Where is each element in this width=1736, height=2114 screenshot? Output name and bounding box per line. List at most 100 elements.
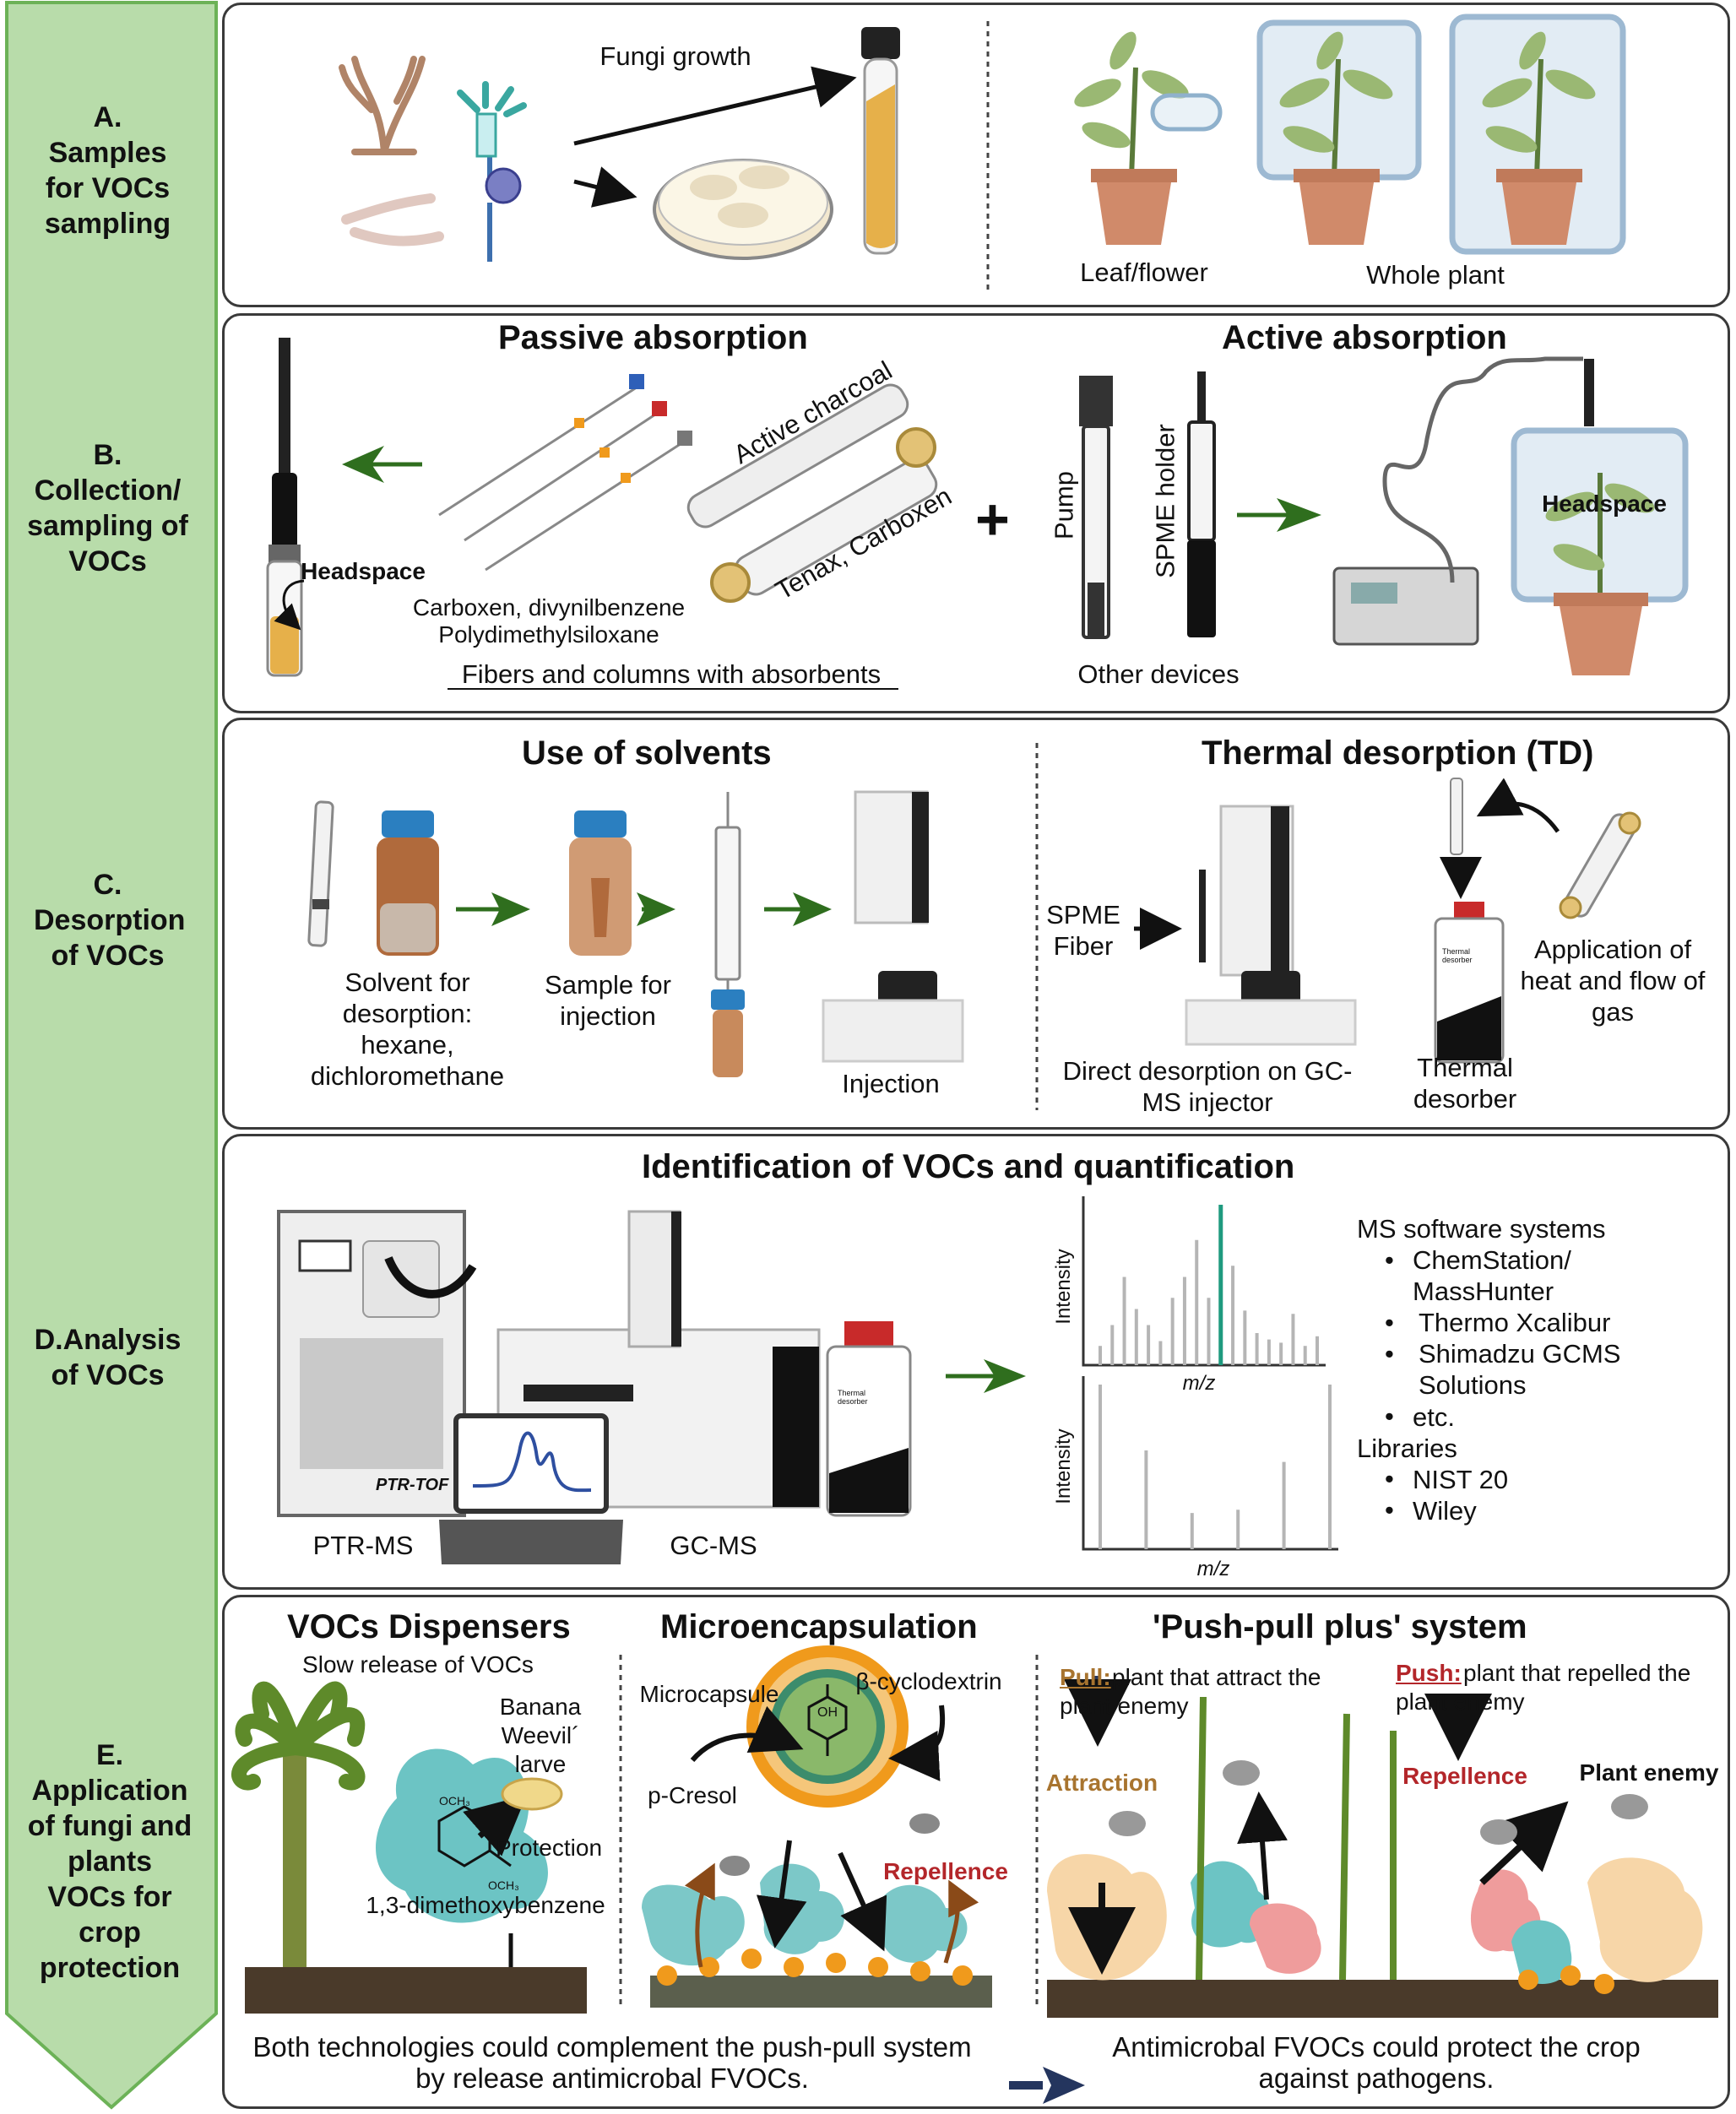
thermal-desorber-label: Thermal desorber bbox=[1413, 1053, 1517, 1114]
fiber-types-line1: Carboxen, divynilbenzene bbox=[412, 594, 686, 621]
thermal-desorber-icon bbox=[1434, 778, 1505, 1064]
mz-label-1: m/z bbox=[1182, 1372, 1216, 1395]
gcms-injector-spme-icon bbox=[1185, 805, 1357, 1046]
microcapsule-icon bbox=[746, 1645, 909, 1808]
sorbent-tubes-icon bbox=[686, 383, 938, 603]
libraries-heading: Libraries bbox=[1357, 1434, 1457, 1463]
heated-tube-icon bbox=[1559, 811, 1641, 919]
library-item-2: Wiley bbox=[1413, 1496, 1477, 1526]
fungi-growth-label: Fungi growth bbox=[599, 41, 751, 71]
stage-d-label: D.Analysis of VOCs bbox=[34, 1324, 182, 1391]
bottom-left-statement: Both technologies could complement the p… bbox=[252, 2031, 972, 2094]
stage-a-label: A. Samples for VOCs sampling bbox=[44, 101, 171, 240]
direct-desorption-label: Direct desorption on GC-MS injector bbox=[1062, 1056, 1353, 1117]
pull-word: Pull: bbox=[1060, 1664, 1111, 1690]
other-devices-label: Other devices bbox=[1077, 659, 1240, 689]
push-description: plant that repelled the plant enemy bbox=[1396, 1660, 1691, 1715]
intensity-label-2: Intensity bbox=[1052, 1428, 1075, 1504]
cyclodextrin-label: β-cyclodextrin bbox=[855, 1668, 1002, 1694]
fiber-types-line2: Polydimethylsiloxane bbox=[438, 621, 659, 648]
spme-fiber-label: SPME Fiber bbox=[1046, 900, 1120, 961]
ptr-ms-label: PTR-MS bbox=[312, 1531, 414, 1560]
spectrum-axis bbox=[1082, 1376, 1338, 1551]
repellence-mid-label: Repellence bbox=[883, 1858, 1008, 1884]
conidiophore-icon bbox=[457, 81, 527, 262]
ptr-ms-instrument-icon bbox=[277, 1210, 477, 1517]
pull-description: plant that attract the plant enemy bbox=[1060, 1664, 1321, 1719]
identification-title: Identification of VOCs and quantificatio… bbox=[642, 1148, 1295, 1185]
banana-weevil-label: Banana Weevil´ larve bbox=[499, 1694, 582, 1777]
weevil-larva-icon bbox=[501, 1777, 563, 1811]
spme-vial-headspace-icon bbox=[266, 338, 303, 677]
software-heading: MS software systems bbox=[1357, 1214, 1606, 1244]
mass-spectrum-1 bbox=[1082, 1196, 1326, 1367]
banana-plant-icon bbox=[231, 1681, 587, 2014]
potted-plant-chamber-2-icon bbox=[1449, 14, 1626, 255]
spectrum-axis bbox=[1082, 1196, 1326, 1367]
slow-release-label: Slow release of VOCs bbox=[302, 1651, 534, 1678]
microencapsulation-title: Microencapsulation bbox=[660, 1608, 978, 1645]
compound-label: 1,3-dimethoxybenzene bbox=[366, 1892, 605, 1918]
syringe-icon bbox=[711, 792, 745, 1077]
headspace-right-label: Headspace bbox=[1542, 491, 1667, 517]
push-word: Push: bbox=[1396, 1660, 1462, 1686]
headspace-left-label: Headspace bbox=[301, 558, 426, 584]
desorber-tag-d: Thermal desorber bbox=[838, 1389, 868, 1406]
attraction-label: Attraction bbox=[1045, 1770, 1158, 1796]
oh-label: OH bbox=[817, 1705, 838, 1720]
ptr-tof-tag: PTR-TOF bbox=[376, 1476, 449, 1494]
culture-tube-icon bbox=[861, 27, 900, 255]
software-item-4: etc. bbox=[1413, 1402, 1455, 1432]
software-item-2: Thermo Xcalibur bbox=[1419, 1308, 1611, 1337]
use-of-solvents-title: Use of solvents bbox=[522, 734, 772, 772]
och3-bottom-label: OCH₃ bbox=[488, 1878, 519, 1892]
och3-top-label: OCH₃ bbox=[439, 1794, 470, 1808]
gc-ms-label: GC-MS bbox=[670, 1531, 757, 1560]
protection-label: Protection bbox=[495, 1835, 603, 1861]
plant-headspace-chamber-icon bbox=[1511, 359, 1689, 675]
intensity-label-1: Intensity bbox=[1052, 1249, 1075, 1325]
potted-plant-chamber-1-icon bbox=[1256, 19, 1422, 245]
sorbent-tube-small-icon bbox=[307, 800, 334, 947]
solvent-vial-icon bbox=[377, 810, 439, 956]
plus-sign: + bbox=[975, 486, 1010, 552]
thermal-desorption-title: Thermal desorption (TD) bbox=[1202, 734, 1594, 772]
injection-label: Injection bbox=[842, 1069, 940, 1098]
gc-injector-icon bbox=[822, 790, 964, 1063]
leaf-flower-label: Leaf/flower bbox=[1080, 257, 1208, 287]
stage-c-label: C. Desorption of VOCs bbox=[34, 869, 186, 972]
microcapsule-label: Microcapsule bbox=[639, 1681, 779, 1707]
bullets-d: •••••• bbox=[1385, 1245, 1394, 1525]
fibers-columns-label: Fibers and columns with absorbents bbox=[461, 659, 882, 689]
stage-b-label: B. Collection/ sampling of VOCs bbox=[27, 439, 188, 577]
passive-absorption-title: Passive absorption bbox=[498, 319, 808, 356]
thermal-desorber-d-icon bbox=[826, 1321, 912, 1517]
library-item-1: NIST 20 bbox=[1413, 1465, 1509, 1494]
laptop-icon bbox=[439, 1413, 623, 1564]
bottom-right-statement: Antimicrobal FVOCs could protect the cro… bbox=[1112, 2031, 1641, 2094]
pump-device-icon bbox=[1079, 376, 1113, 639]
fungi-hyphae-icon bbox=[339, 56, 444, 247]
software-item-1: ChemStation/ MassHunter bbox=[1413, 1245, 1571, 1306]
petri-dish-icon bbox=[653, 159, 833, 260]
software-item-3: Shimadzu GCMS Solutions bbox=[1419, 1339, 1621, 1400]
solvent-for-desorption-label: Solvent for desorption: hexane, dichloro… bbox=[310, 968, 505, 1091]
plant-enemy-label: Plant enemy bbox=[1579, 1759, 1719, 1786]
spme-holder-icon bbox=[1187, 371, 1216, 637]
pump-label: Pump bbox=[1049, 471, 1079, 539]
active-sampling-pump-icon bbox=[1332, 356, 1583, 646]
sample-for-injection-label: Sample for injection bbox=[545, 970, 671, 1031]
push-pull-field-icon bbox=[1047, 1696, 1718, 2018]
stage-e-label: E. Application of fungi and plants VOCs … bbox=[27, 1739, 193, 1984]
whole-plant-label: Whole plant bbox=[1366, 260, 1505, 290]
mz-label-2: m/z bbox=[1196, 1558, 1230, 1580]
microcapsule-surface-icon bbox=[642, 1813, 992, 2008]
active-absorption-title: Active absorption bbox=[1222, 319, 1507, 356]
spme-holder-label: SPME holder bbox=[1150, 424, 1180, 578]
p-cresol-label: p-Cresol bbox=[648, 1782, 737, 1808]
repellence-right-label: Repellence bbox=[1402, 1763, 1527, 1789]
potted-plant-leaf-icon bbox=[1074, 31, 1223, 245]
mass-spectrum-2 bbox=[1082, 1376, 1338, 1551]
